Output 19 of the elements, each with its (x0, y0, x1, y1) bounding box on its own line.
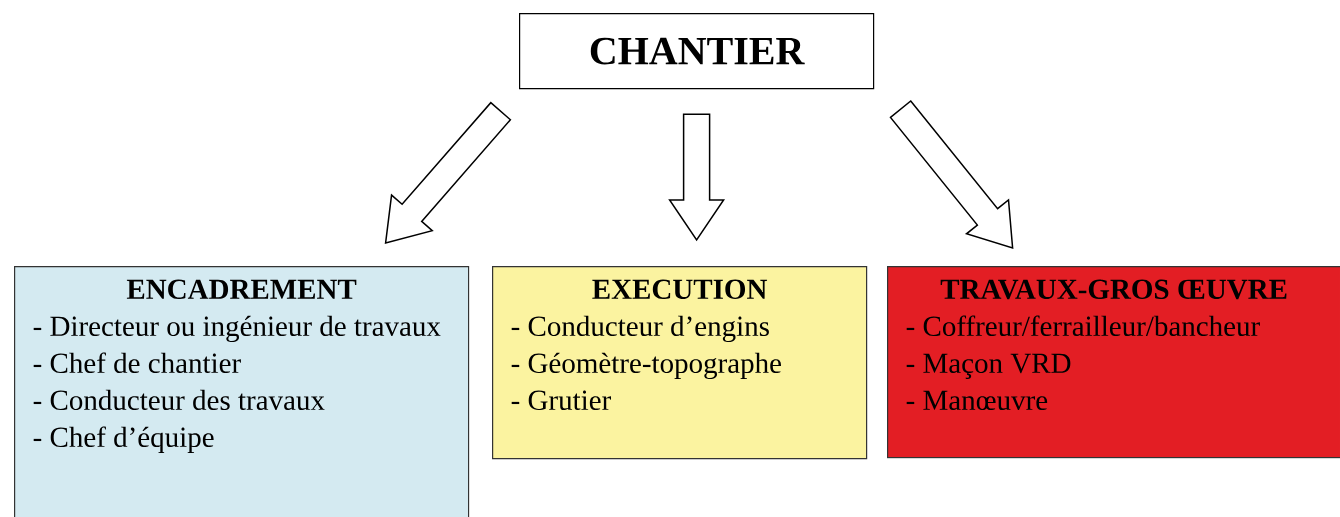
title-box: CHANTIER (519, 13, 875, 90)
list-item: - Maçon VRD (906, 353, 1071, 379)
list-item: - Grutier (511, 390, 611, 411)
list-item: - Directeur ou ingénieur de travaux (33, 315, 441, 343)
list-item: - Coffreur/ferrailleur/bancheur (906, 315, 1260, 337)
block-arrow (384, 101, 512, 244)
role-box (887, 266, 1340, 459)
list-item: - Manœuvre (906, 390, 1048, 411)
list-item: - Chef de chantier (33, 352, 241, 374)
box-heading: EXECUTION (592, 279, 768, 300)
block-arrow (668, 113, 726, 242)
box-heading: ENCADREMENT (126, 279, 357, 300)
role-box (14, 266, 470, 517)
list-item: - Conducteur d’engins (511, 315, 769, 343)
list-item: - Chef d’équipe (33, 426, 214, 453)
list-item: - Conducteur des travaux (33, 389, 325, 411)
role-box (492, 266, 868, 460)
box-heading: TRAVAUX-GROS ŒUVRE (940, 279, 1287, 300)
list-item: - Géomètre-topographe (511, 352, 781, 380)
